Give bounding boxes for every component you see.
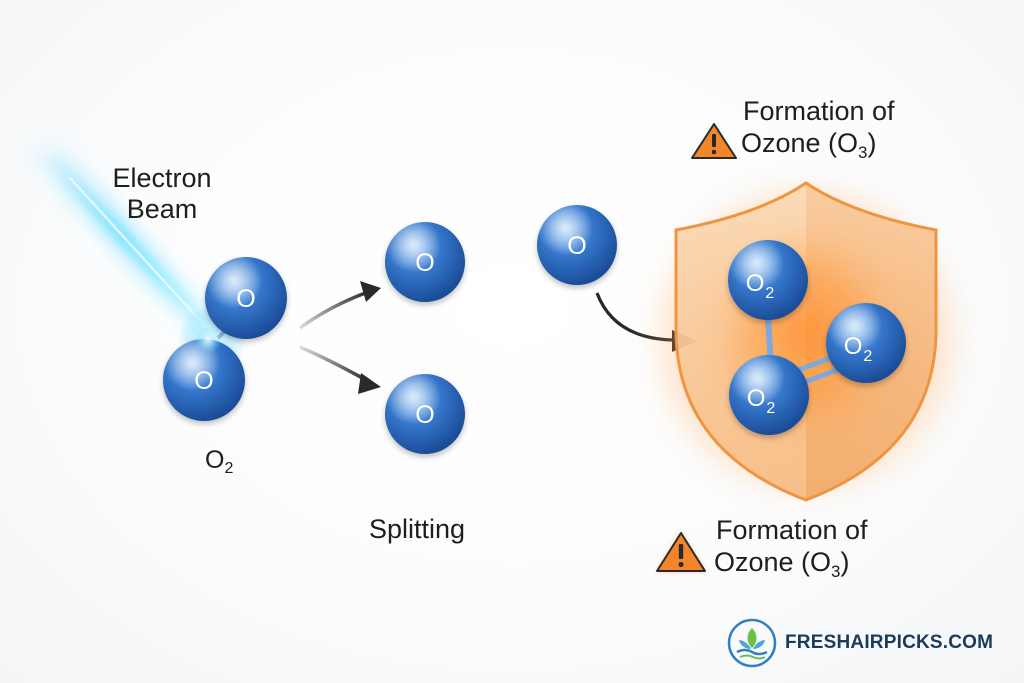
arrow-up-head (360, 281, 381, 302)
oxygen-atom-free (537, 205, 617, 285)
atom-symbol: O (236, 285, 255, 313)
oxygen-atom-o2-lower (163, 339, 245, 421)
arrow-down (299, 345, 367, 382)
ozone-atom-top (728, 240, 808, 320)
atom-symbol: O (567, 232, 586, 260)
atom-symbol: O (415, 249, 434, 277)
ozone-shield: O2 O2 O2 (638, 170, 974, 510)
o2-label: O2 (205, 446, 233, 478)
warning-triangle-icon (691, 123, 737, 159)
atom-symbol-o2: O2 (746, 270, 775, 302)
formation-label-line1: Formation of (716, 515, 868, 545)
brand-text: FRESHAIRPICKS.COM (785, 632, 994, 653)
arrow-up (298, 290, 369, 330)
freshairpicks-logo-icon (727, 618, 777, 668)
electron-beam-label: Electron Beam (96, 163, 228, 225)
ozone-atom-bottom (729, 355, 809, 435)
brand-watermark: FRESHAIRPICKS.COM (727, 618, 993, 668)
formation-label-line1: Formation of (743, 96, 895, 126)
splitting-arrows (298, 281, 381, 394)
ozone-atom-right (826, 303, 906, 383)
warning-triangle-icon (656, 532, 706, 572)
electron-beam-label-line1: Electron (112, 163, 212, 193)
oxygen-atom-split-lower (385, 374, 465, 454)
formation-label-line2: Ozone (O3) (714, 547, 850, 581)
formation-label-top: Formation of Ozone (O3) (741, 95, 895, 169)
atom-symbol: O (415, 401, 434, 429)
oxygen-atom-split-upper (385, 222, 465, 302)
formation-label-line2: Ozone (O3) (741, 128, 877, 162)
o2-label-base: O (205, 446, 225, 474)
atom-symbol: O (194, 367, 213, 395)
formation-label-bottom: Formation of Ozone (O3) (714, 514, 868, 588)
o2-molecule: O O (163, 257, 287, 421)
atom-symbol-o2: O2 (747, 385, 776, 417)
splitting-label: Splitting (369, 514, 466, 544)
electron-beam-label-line2: Beam (126, 194, 198, 224)
atom-symbol-o2: O2 (844, 333, 873, 365)
oxygen-atom-o2-upper (205, 257, 287, 339)
arrow-down-head (358, 373, 381, 394)
o2-label-sub: 2 (224, 460, 234, 477)
